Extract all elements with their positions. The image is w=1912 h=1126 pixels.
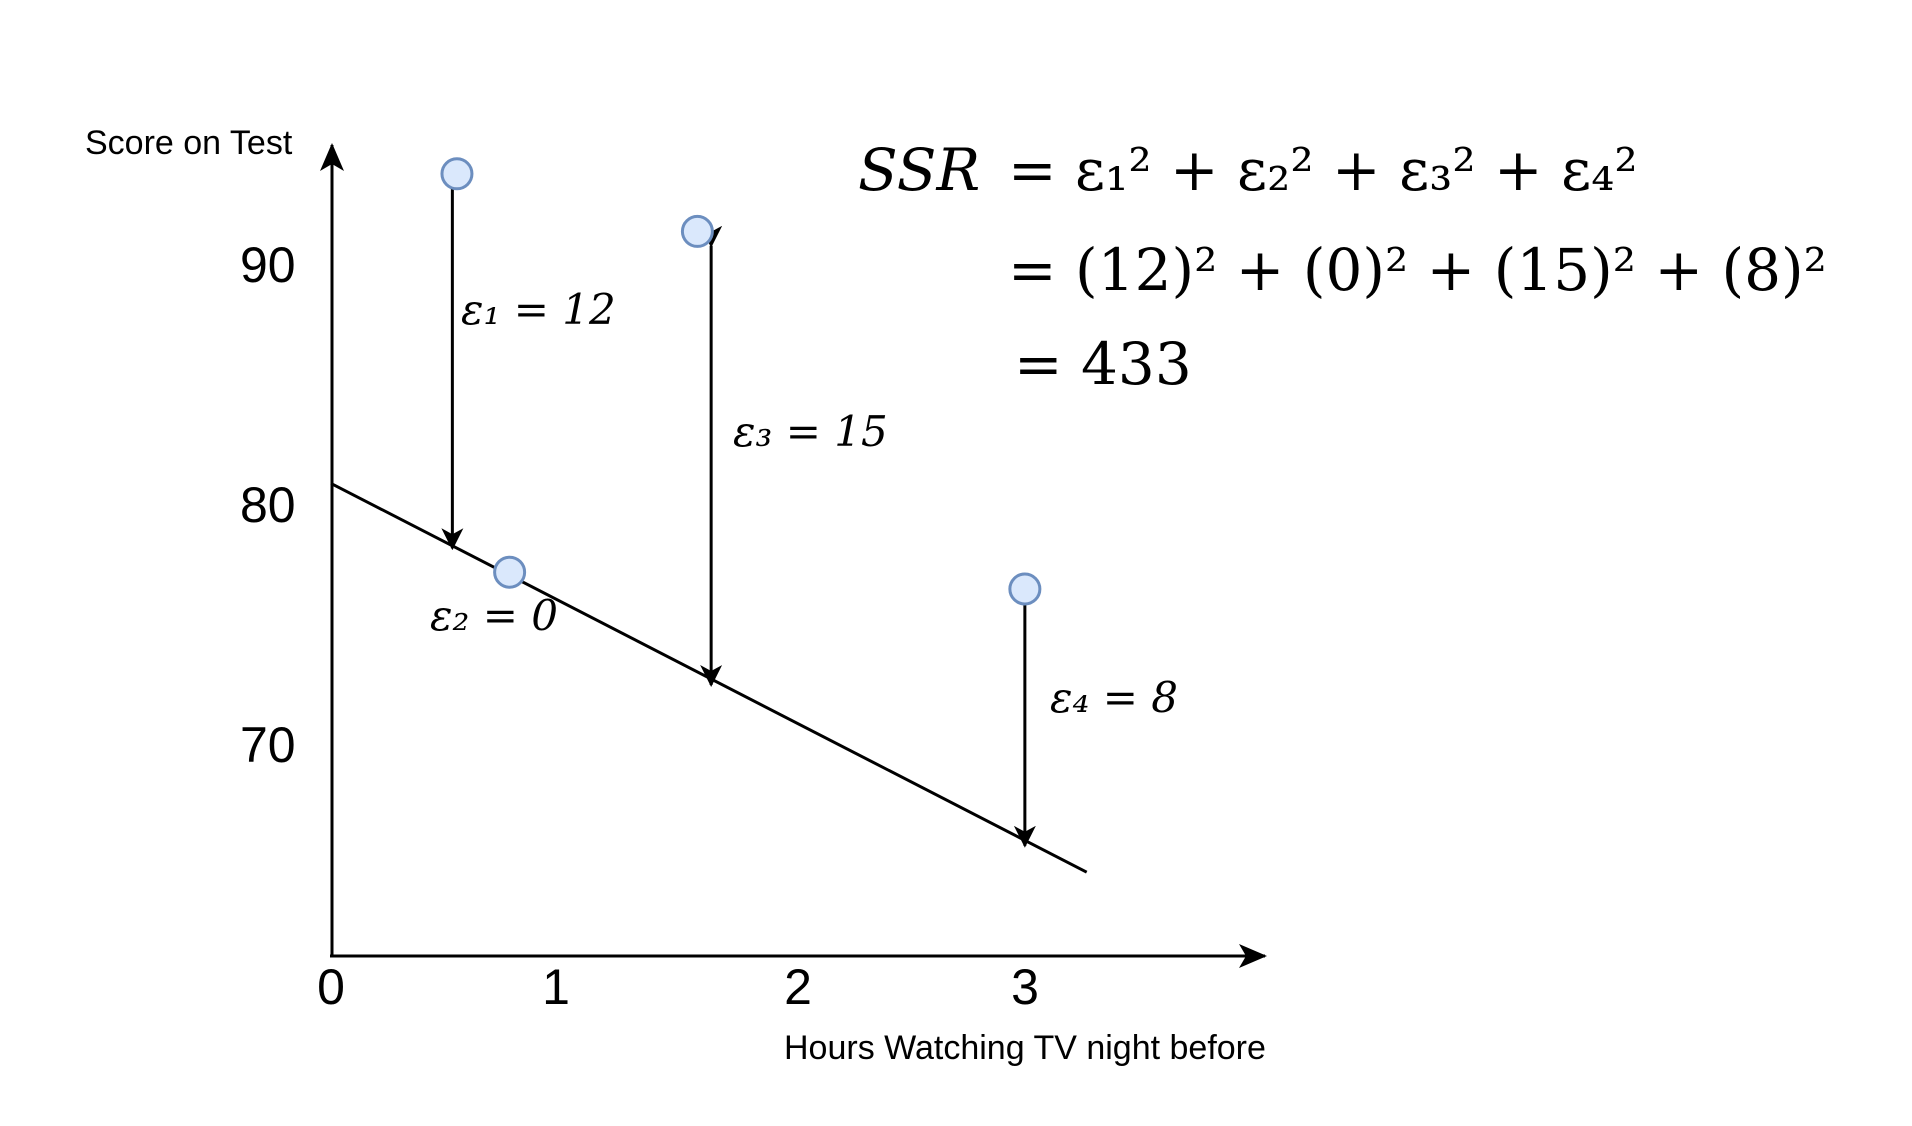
regression-line	[330, 482, 1088, 874]
residual-arrows	[441, 168, 1036, 848]
data-point	[1008, 572, 1042, 606]
equation-line-1: = ε₁² + ε₂² + ε₃² + ε₄²	[1008, 136, 1638, 204]
x-tick-label: 0	[317, 959, 345, 1015]
equation-line-3: = 433	[1014, 330, 1192, 398]
ssr-equation: SSR = ε₁² + ε₂² + ε₃² + ε₄² = (12)² + (0…	[858, 136, 1827, 398]
data-point	[680, 214, 714, 248]
residual-label-eps2: ε₂ = 0	[430, 591, 558, 640]
y-axis-label: Score on Test	[85, 124, 293, 162]
residual-label-eps4: ε₄ = 8	[1050, 673, 1178, 722]
equation-line-2: = (12)² + (0)² + (15)² + (8)²	[1008, 236, 1827, 304]
y-tick-label: 70	[240, 717, 296, 773]
x-axis-label: Hours Watching TV night before	[784, 1029, 1266, 1067]
x-tick-label: 3	[1011, 959, 1039, 1015]
residual-label-eps3: ε₃ = 15	[733, 407, 888, 456]
data-point	[493, 555, 527, 589]
data-point	[440, 157, 474, 191]
equation-lhs: SSR	[858, 136, 980, 204]
x-tick-label: 1	[542, 959, 570, 1015]
y-tick-label: 90	[240, 237, 296, 293]
data-points	[440, 157, 1042, 606]
x-tick-label: 2	[784, 959, 812, 1015]
residual-label-eps1: ε₁ = 12	[461, 285, 616, 334]
y-tick-label: 80	[240, 477, 296, 533]
